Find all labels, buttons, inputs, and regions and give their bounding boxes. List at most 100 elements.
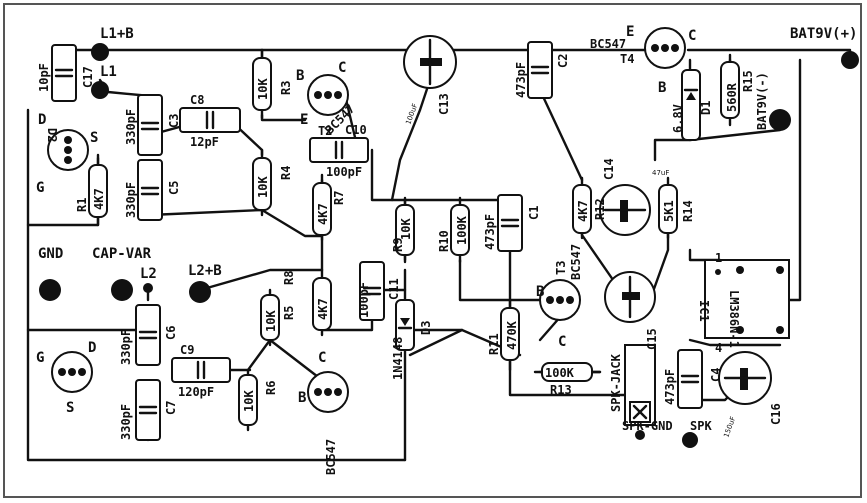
cap-c17 xyxy=(51,44,77,102)
res-r9 xyxy=(395,196,415,264)
label-r8-val: 10K xyxy=(264,310,278,332)
label-d1-val: 6.8V xyxy=(671,104,685,133)
cap-c2 xyxy=(527,41,553,99)
label-r11: R11 xyxy=(487,333,501,355)
pad-capvar xyxy=(111,279,133,301)
cap-c10 xyxy=(309,137,369,163)
label-c15: C15 xyxy=(645,328,659,350)
label-c5-val: 330pF xyxy=(124,182,138,218)
pad-l1b xyxy=(91,43,109,61)
res-r5 xyxy=(312,268,332,337)
label-c10: C10 xyxy=(345,123,367,137)
label-r3-val: 10K xyxy=(256,78,270,100)
pad-bat-pos xyxy=(841,51,859,69)
label-c1-val: 473pF xyxy=(483,214,497,250)
spk-jack xyxy=(624,344,656,426)
transistor-t2 xyxy=(307,74,349,116)
pad-spk-gnd xyxy=(635,430,645,440)
label-t2: T2 xyxy=(318,124,332,138)
label-r5: R5 xyxy=(282,306,296,320)
labels: L1+B L1 10pF C17 330pF C3 C8 12pF 330pF … xyxy=(36,24,857,475)
label-c3-val: 330pF xyxy=(124,109,138,145)
transistor-t3 xyxy=(539,279,581,321)
trace-left xyxy=(26,108,407,462)
label-s-upper: S xyxy=(90,130,98,146)
trace-c5 xyxy=(148,163,324,238)
label-t3-c: C xyxy=(558,334,566,350)
label-t4: T4 xyxy=(620,52,634,66)
label-t2-c: C xyxy=(338,60,346,76)
label-spk-jack: SPK-JACK xyxy=(609,353,623,412)
res-r3 xyxy=(252,48,272,120)
ecap-c13 xyxy=(403,35,457,89)
cap-c9 xyxy=(171,357,231,383)
board-outline xyxy=(3,3,862,498)
label-c3: C3 xyxy=(167,114,181,128)
cap-c8 xyxy=(179,107,241,133)
label-t1-b: B xyxy=(298,390,306,406)
cap-c6 xyxy=(135,304,161,366)
diode-d3 xyxy=(395,299,415,351)
label-ic1: IC1 xyxy=(697,300,711,322)
res-r8 xyxy=(260,288,280,347)
label-l1: L1 xyxy=(100,64,117,80)
label-r14-val: 5K1 xyxy=(662,200,676,222)
label-t3-b: B xyxy=(536,284,544,300)
label-r13-val: 100K xyxy=(545,366,575,380)
transistor-t4 xyxy=(644,27,686,69)
label-t4-e: E xyxy=(626,24,634,40)
label-t2-e: E xyxy=(300,112,308,128)
ecap-c16 xyxy=(718,351,772,405)
label-c7-val: 330pF xyxy=(119,404,133,440)
label-r9: R9 xyxy=(391,238,405,252)
label-c9: C9 xyxy=(180,343,194,357)
label-c10-val: 100pF xyxy=(326,165,362,179)
label-c11: C11 xyxy=(387,278,401,300)
label-r7: R7 xyxy=(332,191,346,205)
label-c6: C6 xyxy=(164,326,178,340)
label-l1b: L1+B xyxy=(100,26,134,42)
res-r4 xyxy=(252,148,272,217)
label-spk-gnd: SPK-GND xyxy=(622,419,673,433)
ecap-c15 xyxy=(604,271,656,323)
label-r6-val: 10K xyxy=(242,390,256,412)
label-r15: R15 xyxy=(741,70,755,92)
label-t4-part: BC547 xyxy=(590,37,626,51)
label-r7-val: 4K7 xyxy=(316,203,330,225)
label-c9-val: 120pF xyxy=(178,385,214,399)
label-c8: C8 xyxy=(190,93,204,107)
label-c2: C2 xyxy=(556,54,570,68)
diode-d1 xyxy=(681,69,701,141)
res-r1 xyxy=(88,153,108,227)
res-r14 xyxy=(658,176,678,240)
label-c16: C16 xyxy=(769,403,783,425)
trace-l2b xyxy=(198,268,324,292)
label-r10: R10 xyxy=(437,230,451,252)
label-c11-val: 100pF xyxy=(357,282,371,318)
label-r1: R1 xyxy=(75,198,89,212)
label-c14: C14 xyxy=(602,158,616,180)
label-l2b: L2+B xyxy=(188,263,222,279)
res-r13 xyxy=(533,362,602,382)
pad-bat-neg xyxy=(769,109,791,131)
label-c8-val: 12pF xyxy=(190,135,219,149)
label-gnd: GND xyxy=(38,246,63,262)
label-capvar: CAP-VAR xyxy=(92,246,152,262)
pad-l1 xyxy=(91,81,109,99)
label-r3: R3 xyxy=(279,81,293,95)
res-r10 xyxy=(450,196,470,264)
label-c13: C13 xyxy=(437,93,451,115)
res-r6 xyxy=(238,368,258,432)
label-r14: R14 xyxy=(681,200,695,222)
label-c7: C7 xyxy=(164,401,178,415)
label-spk: SPK xyxy=(690,419,712,433)
label-g-upper: G xyxy=(36,180,44,196)
pad-l2 xyxy=(143,283,153,293)
res-r11 xyxy=(500,298,520,372)
trace-c13 xyxy=(390,78,432,202)
label-d-upper: D xyxy=(38,112,46,128)
label-r1-val: 4K7 xyxy=(92,188,106,210)
label-d3-val: 1N4148 xyxy=(391,337,405,380)
label-c17-val: 10pF xyxy=(37,63,51,92)
